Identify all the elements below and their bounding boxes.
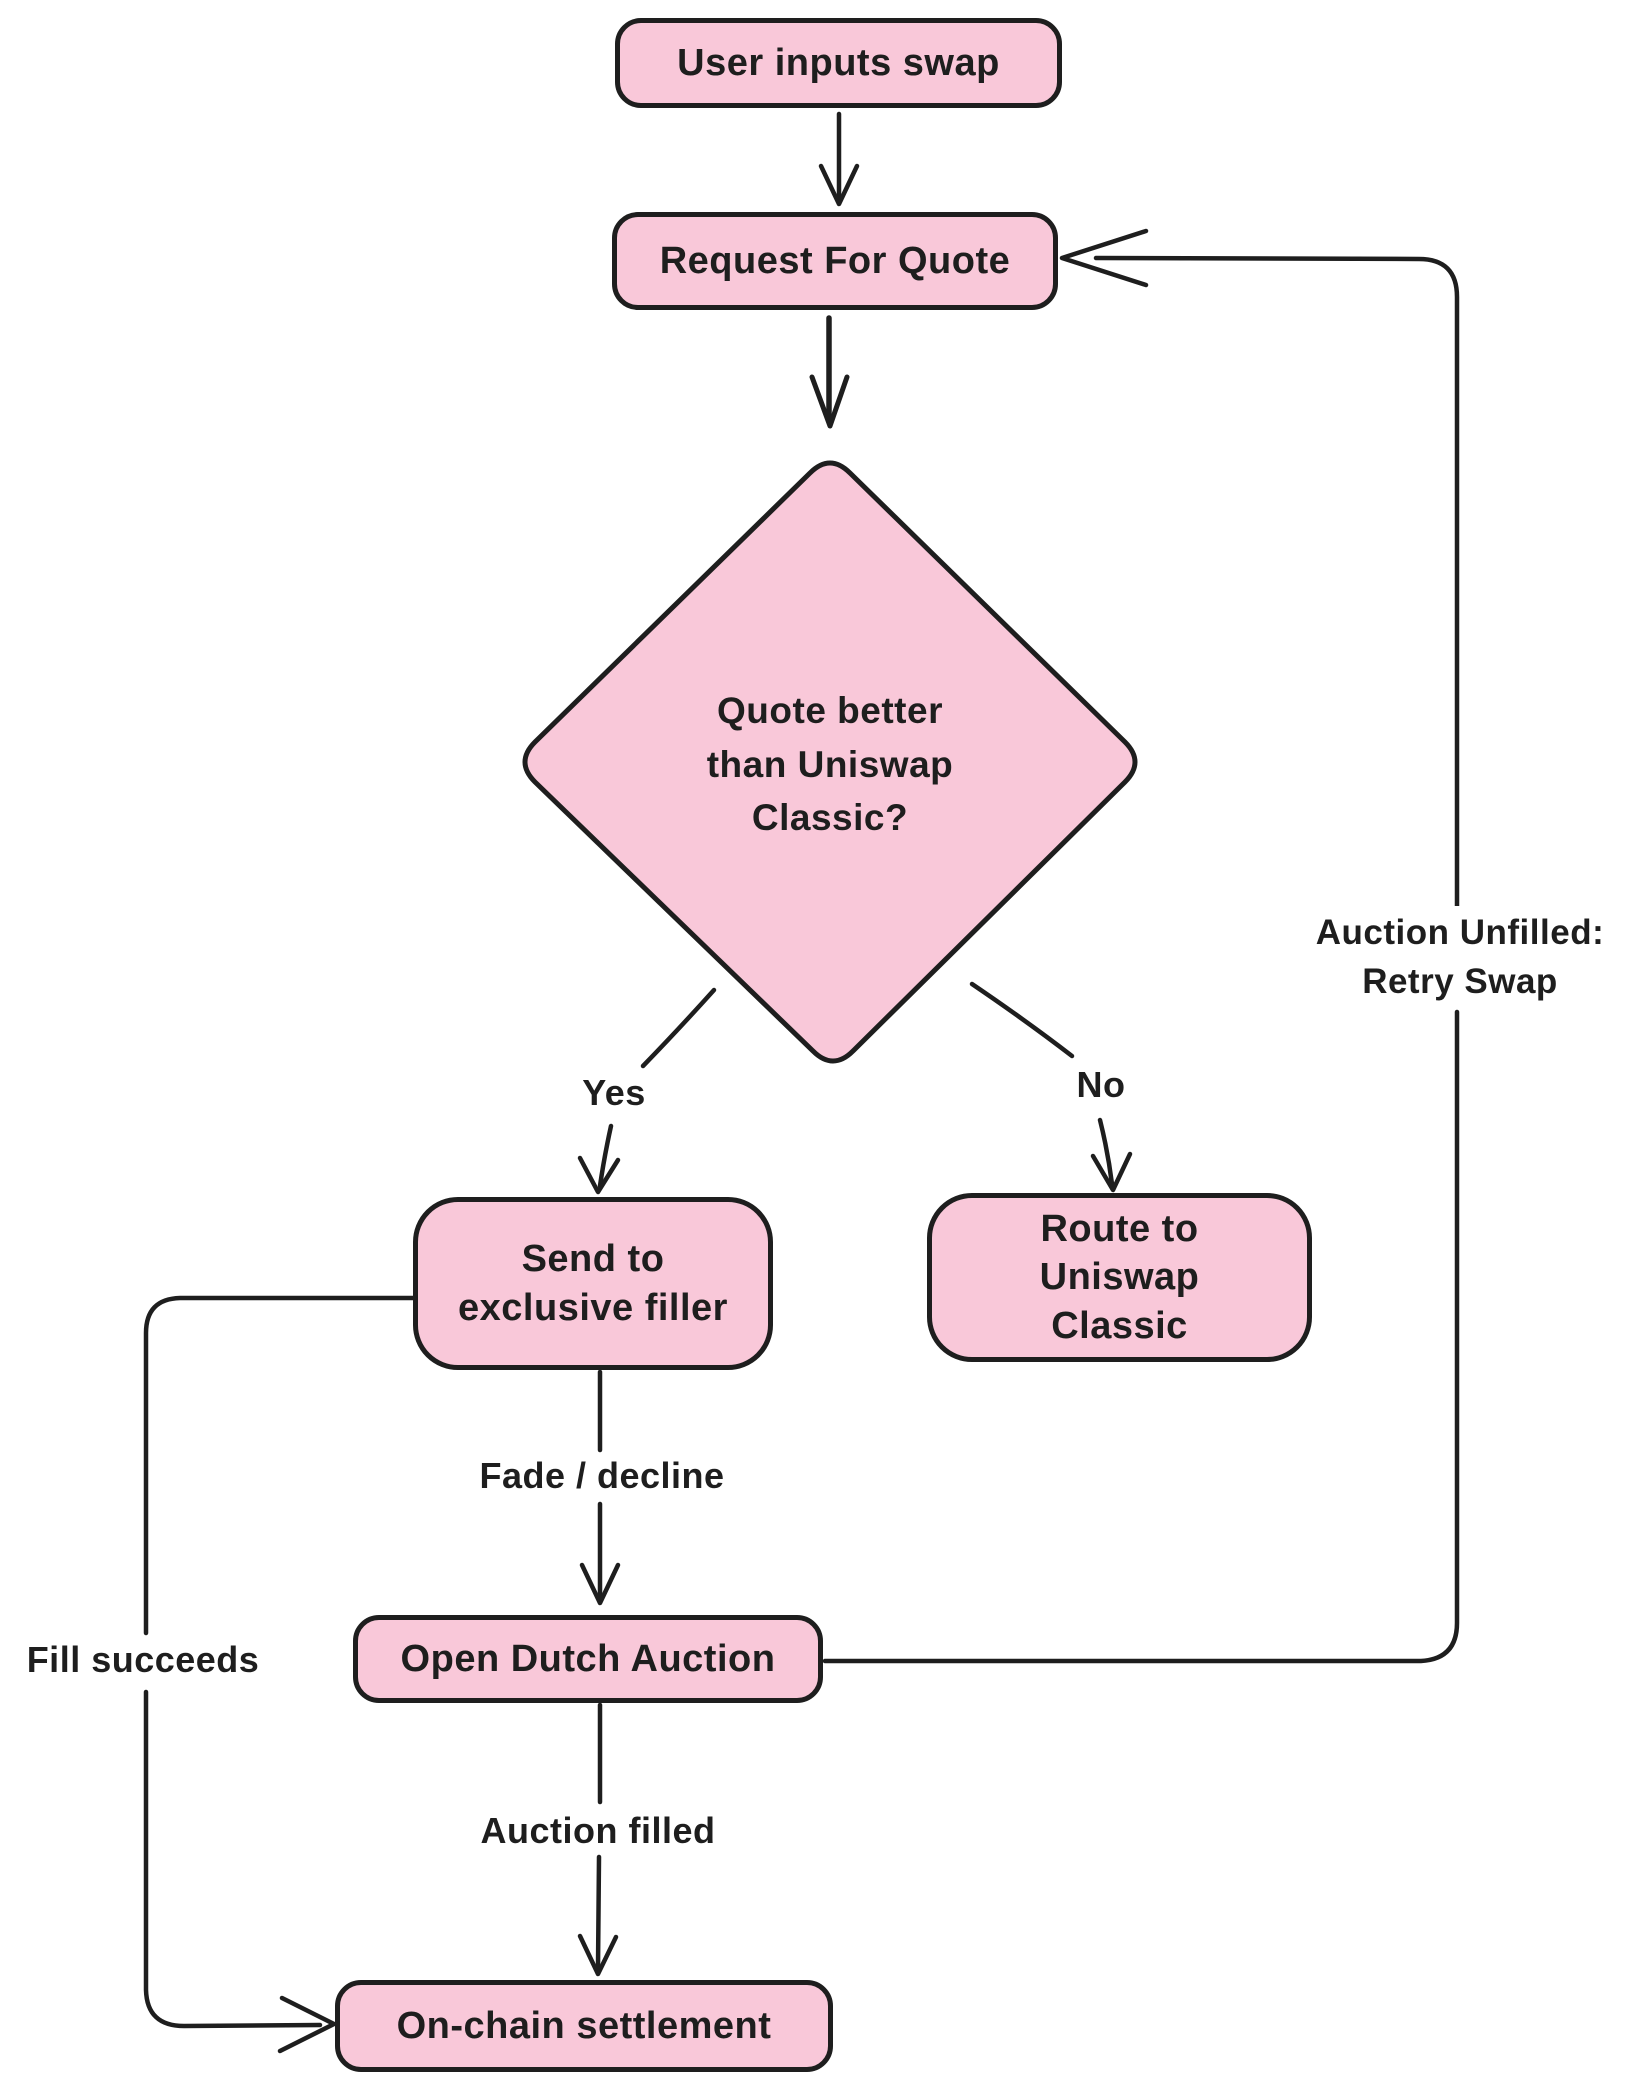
edge-label-auction-filled: Auction filled <box>470 1808 726 1854</box>
node-open-dutch-auction: Open Dutch Auction <box>353 1615 823 1703</box>
edge-yes-lower <box>597 1123 614 1189</box>
edge-fade-arrowhead <box>579 1562 621 1606</box>
edge-fill-succeeds-lower <box>143 1689 323 2029</box>
edge-user-to-rfq-arrowhead <box>818 163 860 207</box>
decision-diamond-shape <box>522 460 1138 1064</box>
node-route-to-uniswap-classic-label: Route to Uniswap Classic <box>1039 1207 1200 1347</box>
edge-retry-upper <box>1093 255 1460 909</box>
edge-label-yes: Yes <box>572 1070 656 1116</box>
edge-no-upper <box>969 981 1075 1059</box>
edge-fill-succeeds-arrowhead <box>277 1995 337 2054</box>
node-user-inputs-swap-label: User inputs swap <box>677 41 1000 84</box>
edge-no-arrowhead <box>1090 1151 1133 1193</box>
node-send-to-exclusive-filler-label: Send to exclusive filler <box>458 1237 728 1329</box>
edge-no-lower <box>1097 1117 1115 1187</box>
node-onchain-settlement: On-chain settlement <box>335 1980 833 2072</box>
node-decision-label: Quote better than Uniswap Classic? <box>706 690 954 839</box>
edge-label-no: No <box>1066 1062 1136 1108</box>
node-request-for-quote: Request For Quote <box>612 212 1058 310</box>
edge-retry-arrowhead <box>1059 228 1149 288</box>
edge-label-fill-succeeds: Fill succeeds <box>16 1637 270 1683</box>
edge-filled-arrowhead <box>577 1933 619 1977</box>
node-request-for-quote-label: Request For Quote <box>659 239 1011 282</box>
edge-rfq-to-decision-arrowhead <box>809 374 850 429</box>
node-user-inputs-swap: User inputs swap <box>615 18 1062 108</box>
edge-yes-upper <box>640 987 717 1069</box>
edge-label-fade-decline: Fade / decline <box>469 1453 735 1499</box>
node-onchain-settlement-label: On-chain settlement <box>396 2004 772 2047</box>
node-route-to-uniswap-classic: Route to Uniswap Classic <box>927 1193 1312 1362</box>
edge-label-auction-unfilled-retry: Auction Unfilled: Retry Swap <box>1277 906 1637 1008</box>
edge-retry-lower <box>822 1009 1460 1664</box>
edge-yes-arrowhead <box>577 1155 621 1195</box>
edge-fill-succeeds-upper <box>143 1295 416 1636</box>
node-open-dutch-auction-label: Open Dutch Auction <box>400 1637 776 1680</box>
node-send-to-exclusive-filler: Send to exclusive filler <box>413 1197 773 1370</box>
edge-filled-lower <box>595 1854 602 1971</box>
